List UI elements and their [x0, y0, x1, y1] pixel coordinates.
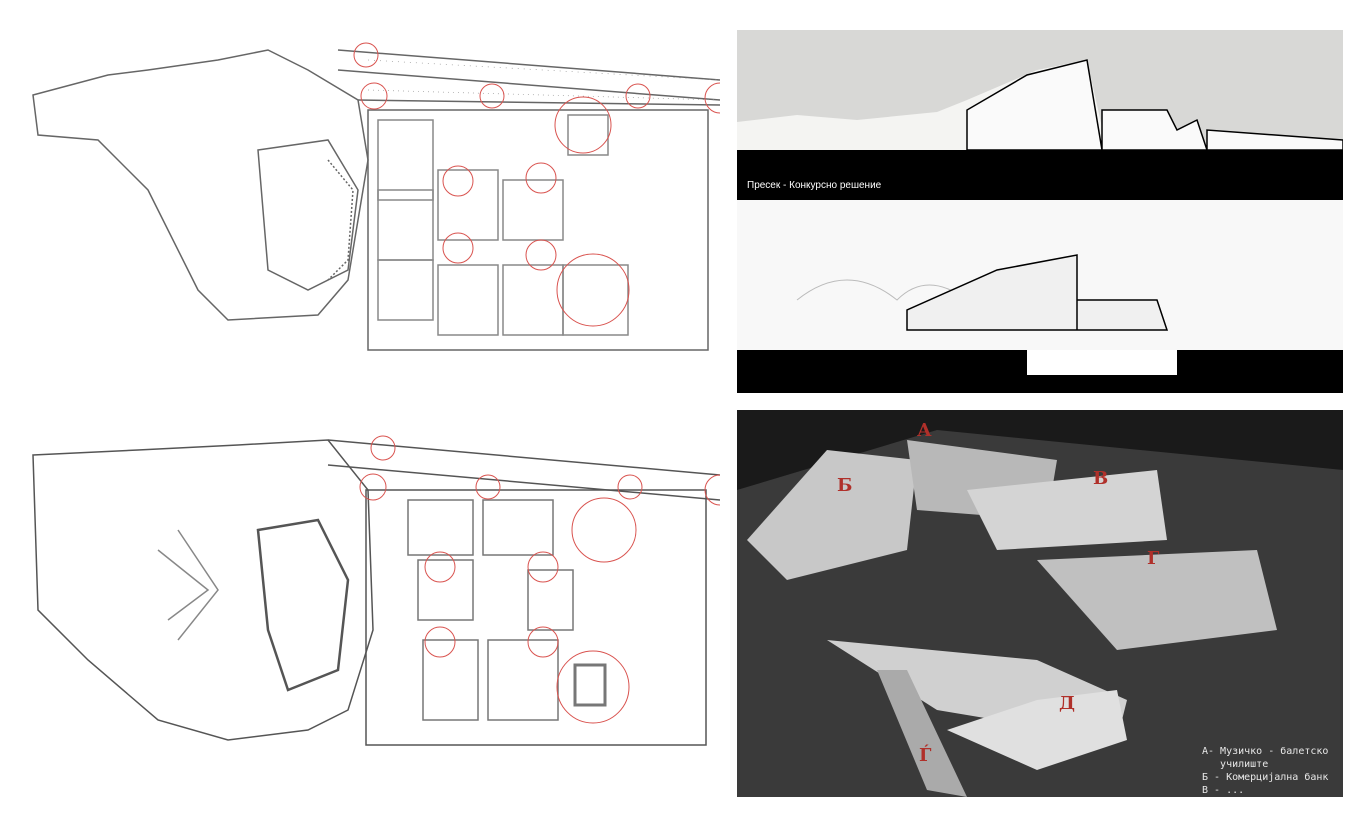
- label-a: А: [917, 420, 932, 441]
- label-d: Д: [1059, 693, 1076, 714]
- label-g: Г: [1147, 548, 1160, 569]
- floor-plan-upper: [28, 40, 720, 360]
- floor-plan-lower: [28, 430, 720, 775]
- marker-circle: [353, 42, 379, 68]
- model-photo: А Б В Г Д Ѓ А- Музичко - балетско училиш…: [737, 410, 1343, 797]
- label-gj: Ѓ: [919, 745, 932, 766]
- label-b: Б: [837, 475, 853, 496]
- section-drawings: Пресек - Конкурсно решение: [737, 30, 1343, 393]
- section-caption: Пресек - Конкурсно решение: [747, 180, 882, 191]
- label-v: В: [1093, 468, 1109, 489]
